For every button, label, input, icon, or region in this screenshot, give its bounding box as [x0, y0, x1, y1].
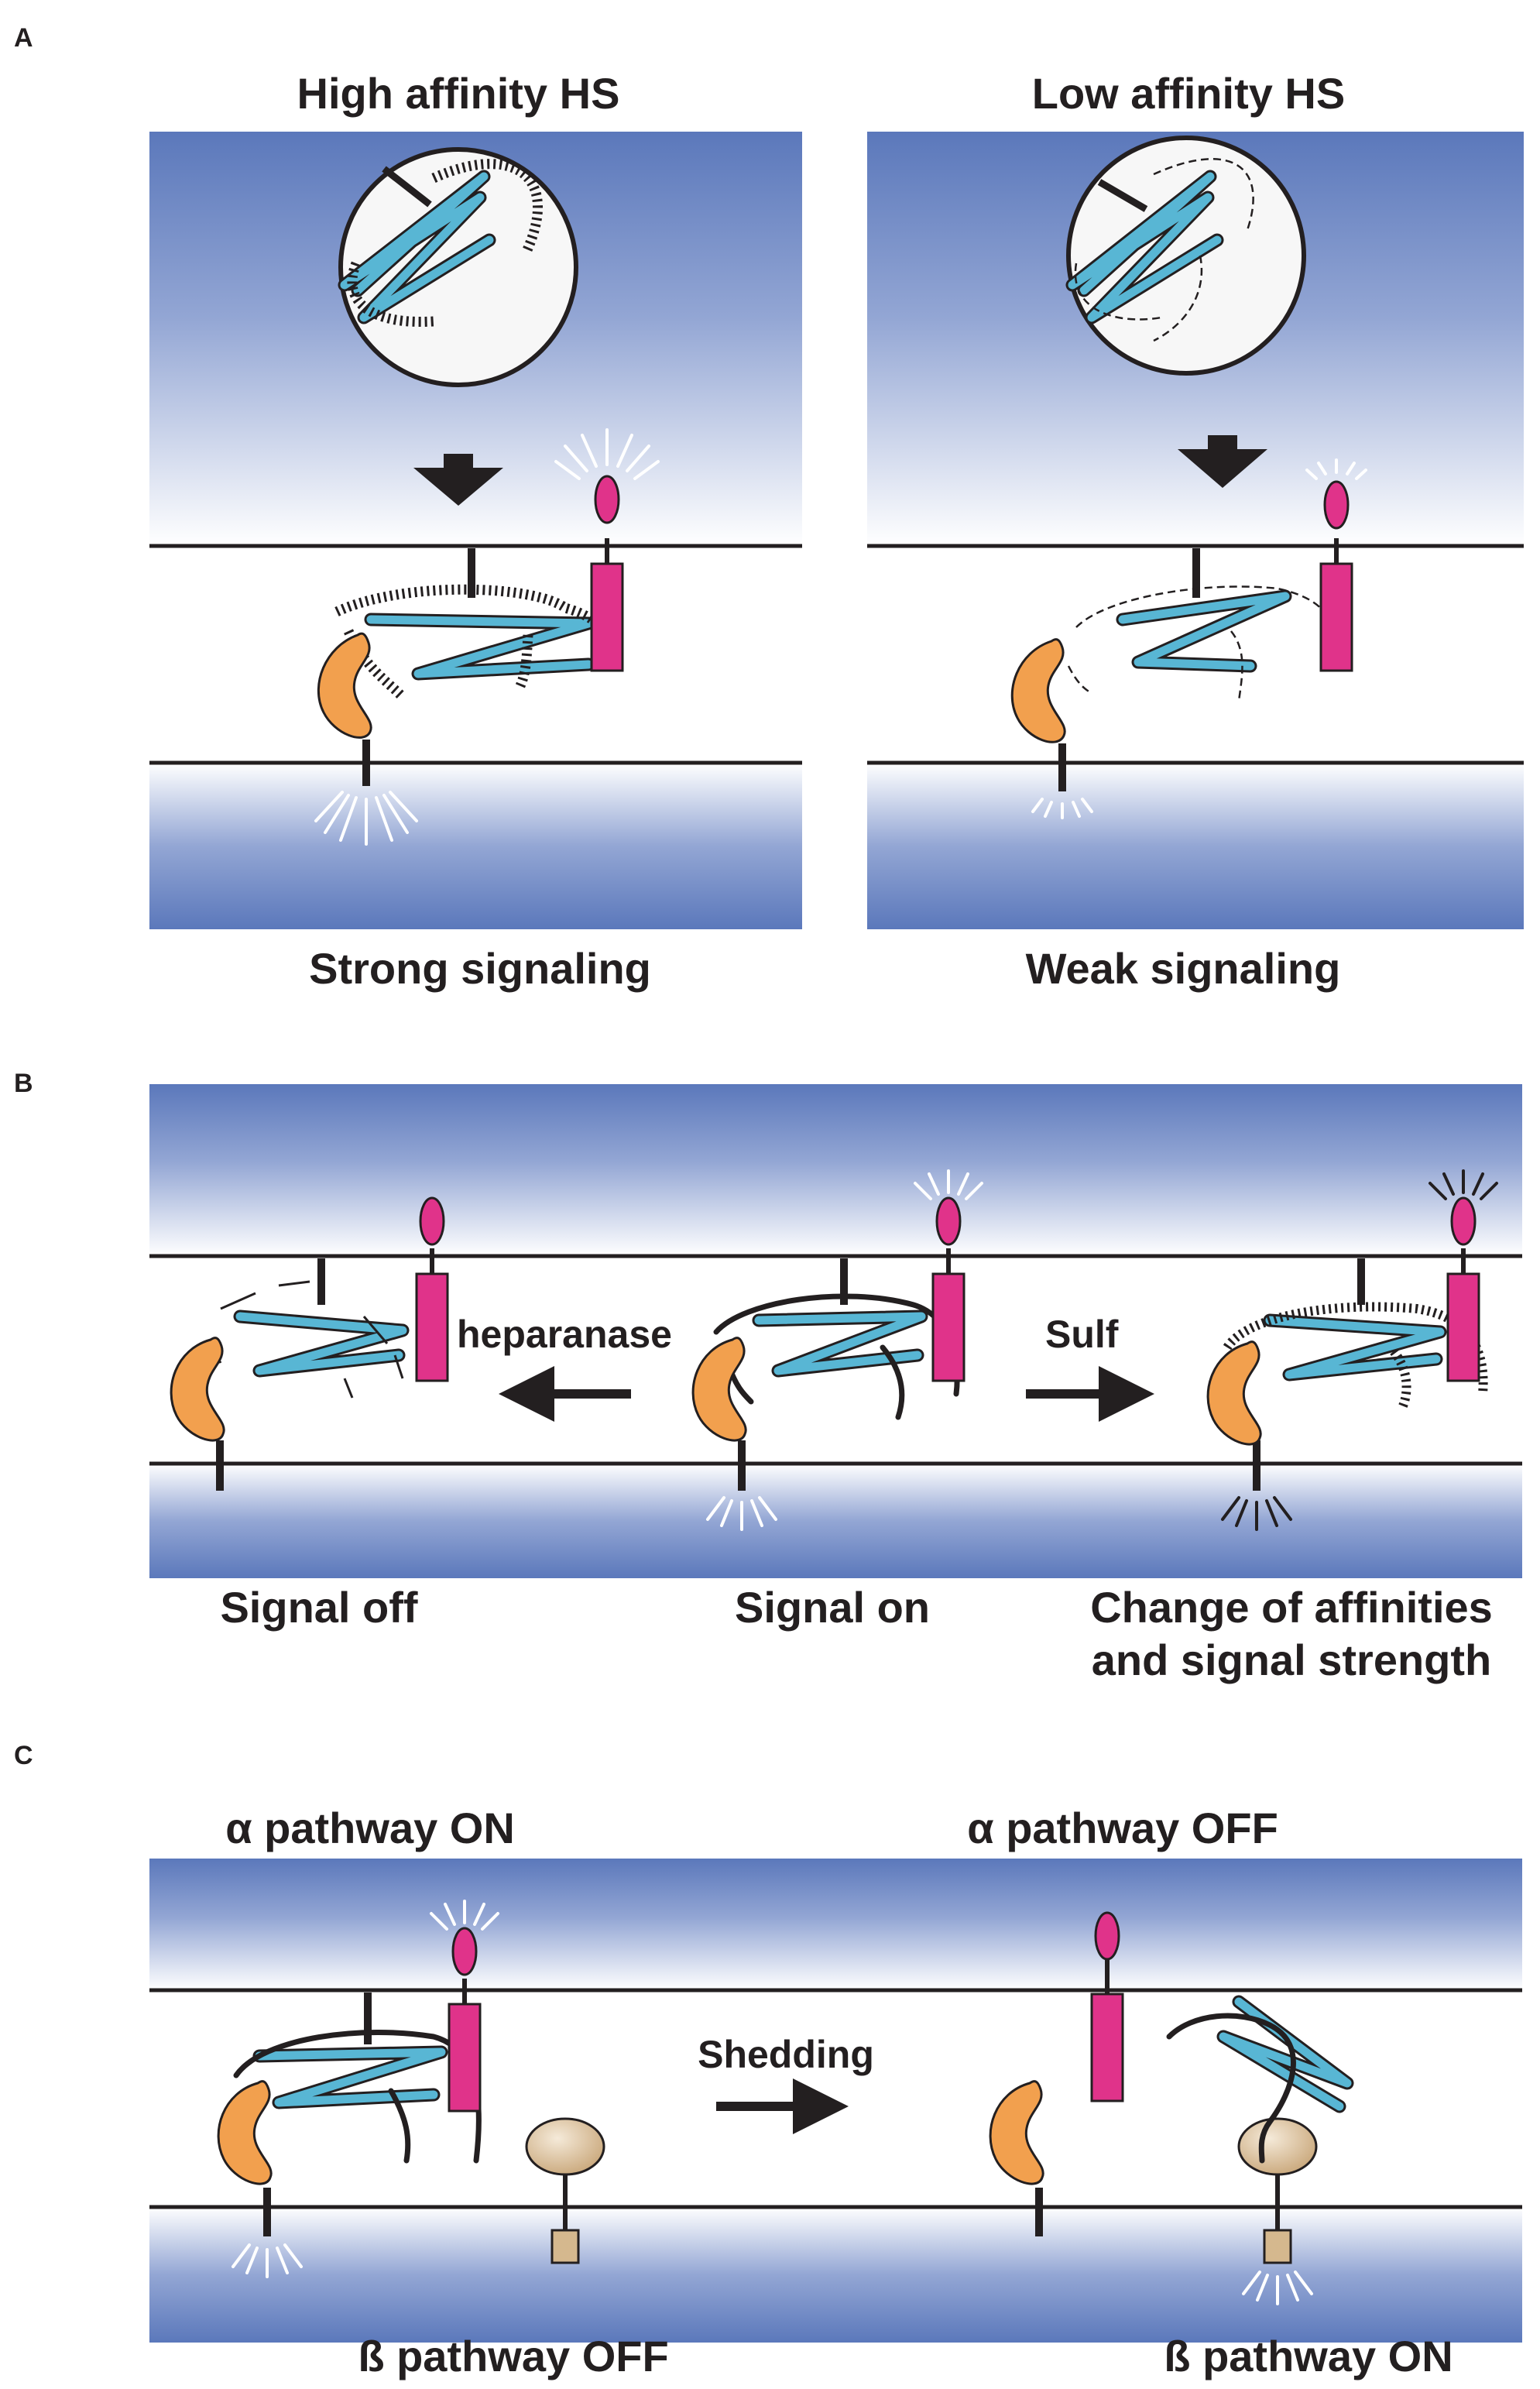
panel-a-left-scene [149, 132, 802, 929]
panel-b-caption-mid: Signal on [735, 1583, 930, 1632]
panel-b-caption-right-2: and signal strength [1092, 1636, 1492, 1684]
receptor-head-icon [1094, 1911, 1120, 1961]
receptor-head-icon [419, 1196, 445, 1246]
shed-state [989, 1911, 1354, 2305]
alpha-on-label: α pathway ON [225, 1804, 515, 1852]
heparanase-label: heparanase [457, 1313, 672, 1356]
signal-burst-icon [554, 428, 660, 480]
receptor-body-icon [1319, 562, 1353, 672]
upper-cell-gradient [149, 1084, 1522, 1256]
signal-burst-icon [232, 2243, 303, 2278]
ligand-orange-icon [989, 2080, 1044, 2185]
dark-signal-burst-icon [1429, 1169, 1498, 1200]
panel-b-scene: heparanase [149, 1084, 1522, 1578]
lower-cell-gradient [867, 763, 1524, 929]
lower-cell-gradient [149, 1464, 1522, 1578]
upper-cell-gradient [149, 1859, 1522, 1990]
panel-a-left-caption: Strong signaling [309, 944, 651, 993]
weak-signal-burst-icon [1305, 458, 1367, 480]
receptor-head-icon [451, 1927, 478, 1976]
receptor-body-icon [1446, 1272, 1480, 1382]
signal-burst-icon [706, 1496, 777, 1531]
receptor-body-icon [448, 2003, 482, 2113]
receptor-body-icon [1090, 1993, 1124, 2102]
panel-a-right-title: Low affinity HS [1032, 69, 1345, 118]
beta-off-label: ß pathway OFF [358, 2332, 668, 2380]
panel-b-letter: B [14, 1069, 33, 1098]
hs-modification-line [1166, 2013, 1296, 2164]
dark-signal-burst-icon [1221, 1496, 1292, 1531]
signal-burst-icon [914, 1169, 983, 1200]
panel-c-letter: C [14, 1741, 33, 1770]
panel-a-right-caption: Weak signaling [1026, 944, 1341, 993]
modification-dashes [1075, 585, 1336, 702]
ligand-orange-icon [217, 2080, 273, 2185]
panel-a-right-scene [867, 132, 1524, 929]
hspg-signal-off [170, 1196, 449, 1491]
signal-burst-icon [314, 791, 418, 846]
modification-dots [1223, 1302, 1488, 1412]
lower-cell-gradient [149, 763, 802, 929]
hspg-alpha-on [217, 1900, 605, 2278]
modification-dashes-zoom [1074, 158, 1254, 342]
receptor-body-icon [415, 1272, 449, 1382]
beta-on-label: ß pathway ON [1164, 2332, 1453, 2380]
ligand-orange-icon [317, 632, 372, 739]
hspg-signal-on [691, 1169, 983, 1531]
sulf-label: Sulf [1045, 1313, 1119, 1356]
weak-signal-burst-icon [1031, 798, 1093, 819]
down-arrow-icon [413, 454, 503, 506]
zoom-circle [1065, 136, 1306, 376]
beta-receptor-icon [525, 2117, 605, 2264]
signal-burst-icon [1242, 2271, 1313, 2305]
ligand-orange-icon [170, 1337, 225, 1442]
beta-receptor-icon [1237, 2117, 1318, 2264]
ligand-orange-icon [691, 1337, 747, 1442]
zoom-circle [338, 147, 578, 387]
modification-dots-zoom [431, 159, 544, 254]
receptor-head-icon [935, 1196, 962, 1246]
receptor-body-icon [931, 1272, 966, 1382]
down-arrow-icon [1178, 435, 1267, 488]
receptor-head-icon [1450, 1196, 1477, 1246]
panel-a-letter: A [14, 23, 33, 53]
receptor-head-icon [1323, 480, 1350, 530]
signal-burst-icon [430, 1900, 499, 1931]
panel-b-caption-left: Signal off [220, 1583, 417, 1632]
receptor-body-icon [590, 562, 624, 672]
panel-a-left-title: High affinity HS [297, 69, 620, 118]
receptor-head-icon [594, 475, 620, 524]
alpha-off-label: α pathway OFF [967, 1804, 1278, 1852]
panel-c-scene: Shedding [149, 1859, 1522, 2343]
panel-b-caption-right-1: Change of affinities [1090, 1583, 1493, 1632]
lower-cell-gradient [149, 2207, 1522, 2343]
ligand-orange-icon [1010, 638, 1066, 743]
shedding-label: Shedding [698, 2033, 874, 2076]
cleaved-fragment-dashes [208, 1280, 404, 1399]
hspg-modified [1206, 1169, 1498, 1531]
ligand-orange-icon [1206, 1340, 1262, 1446]
